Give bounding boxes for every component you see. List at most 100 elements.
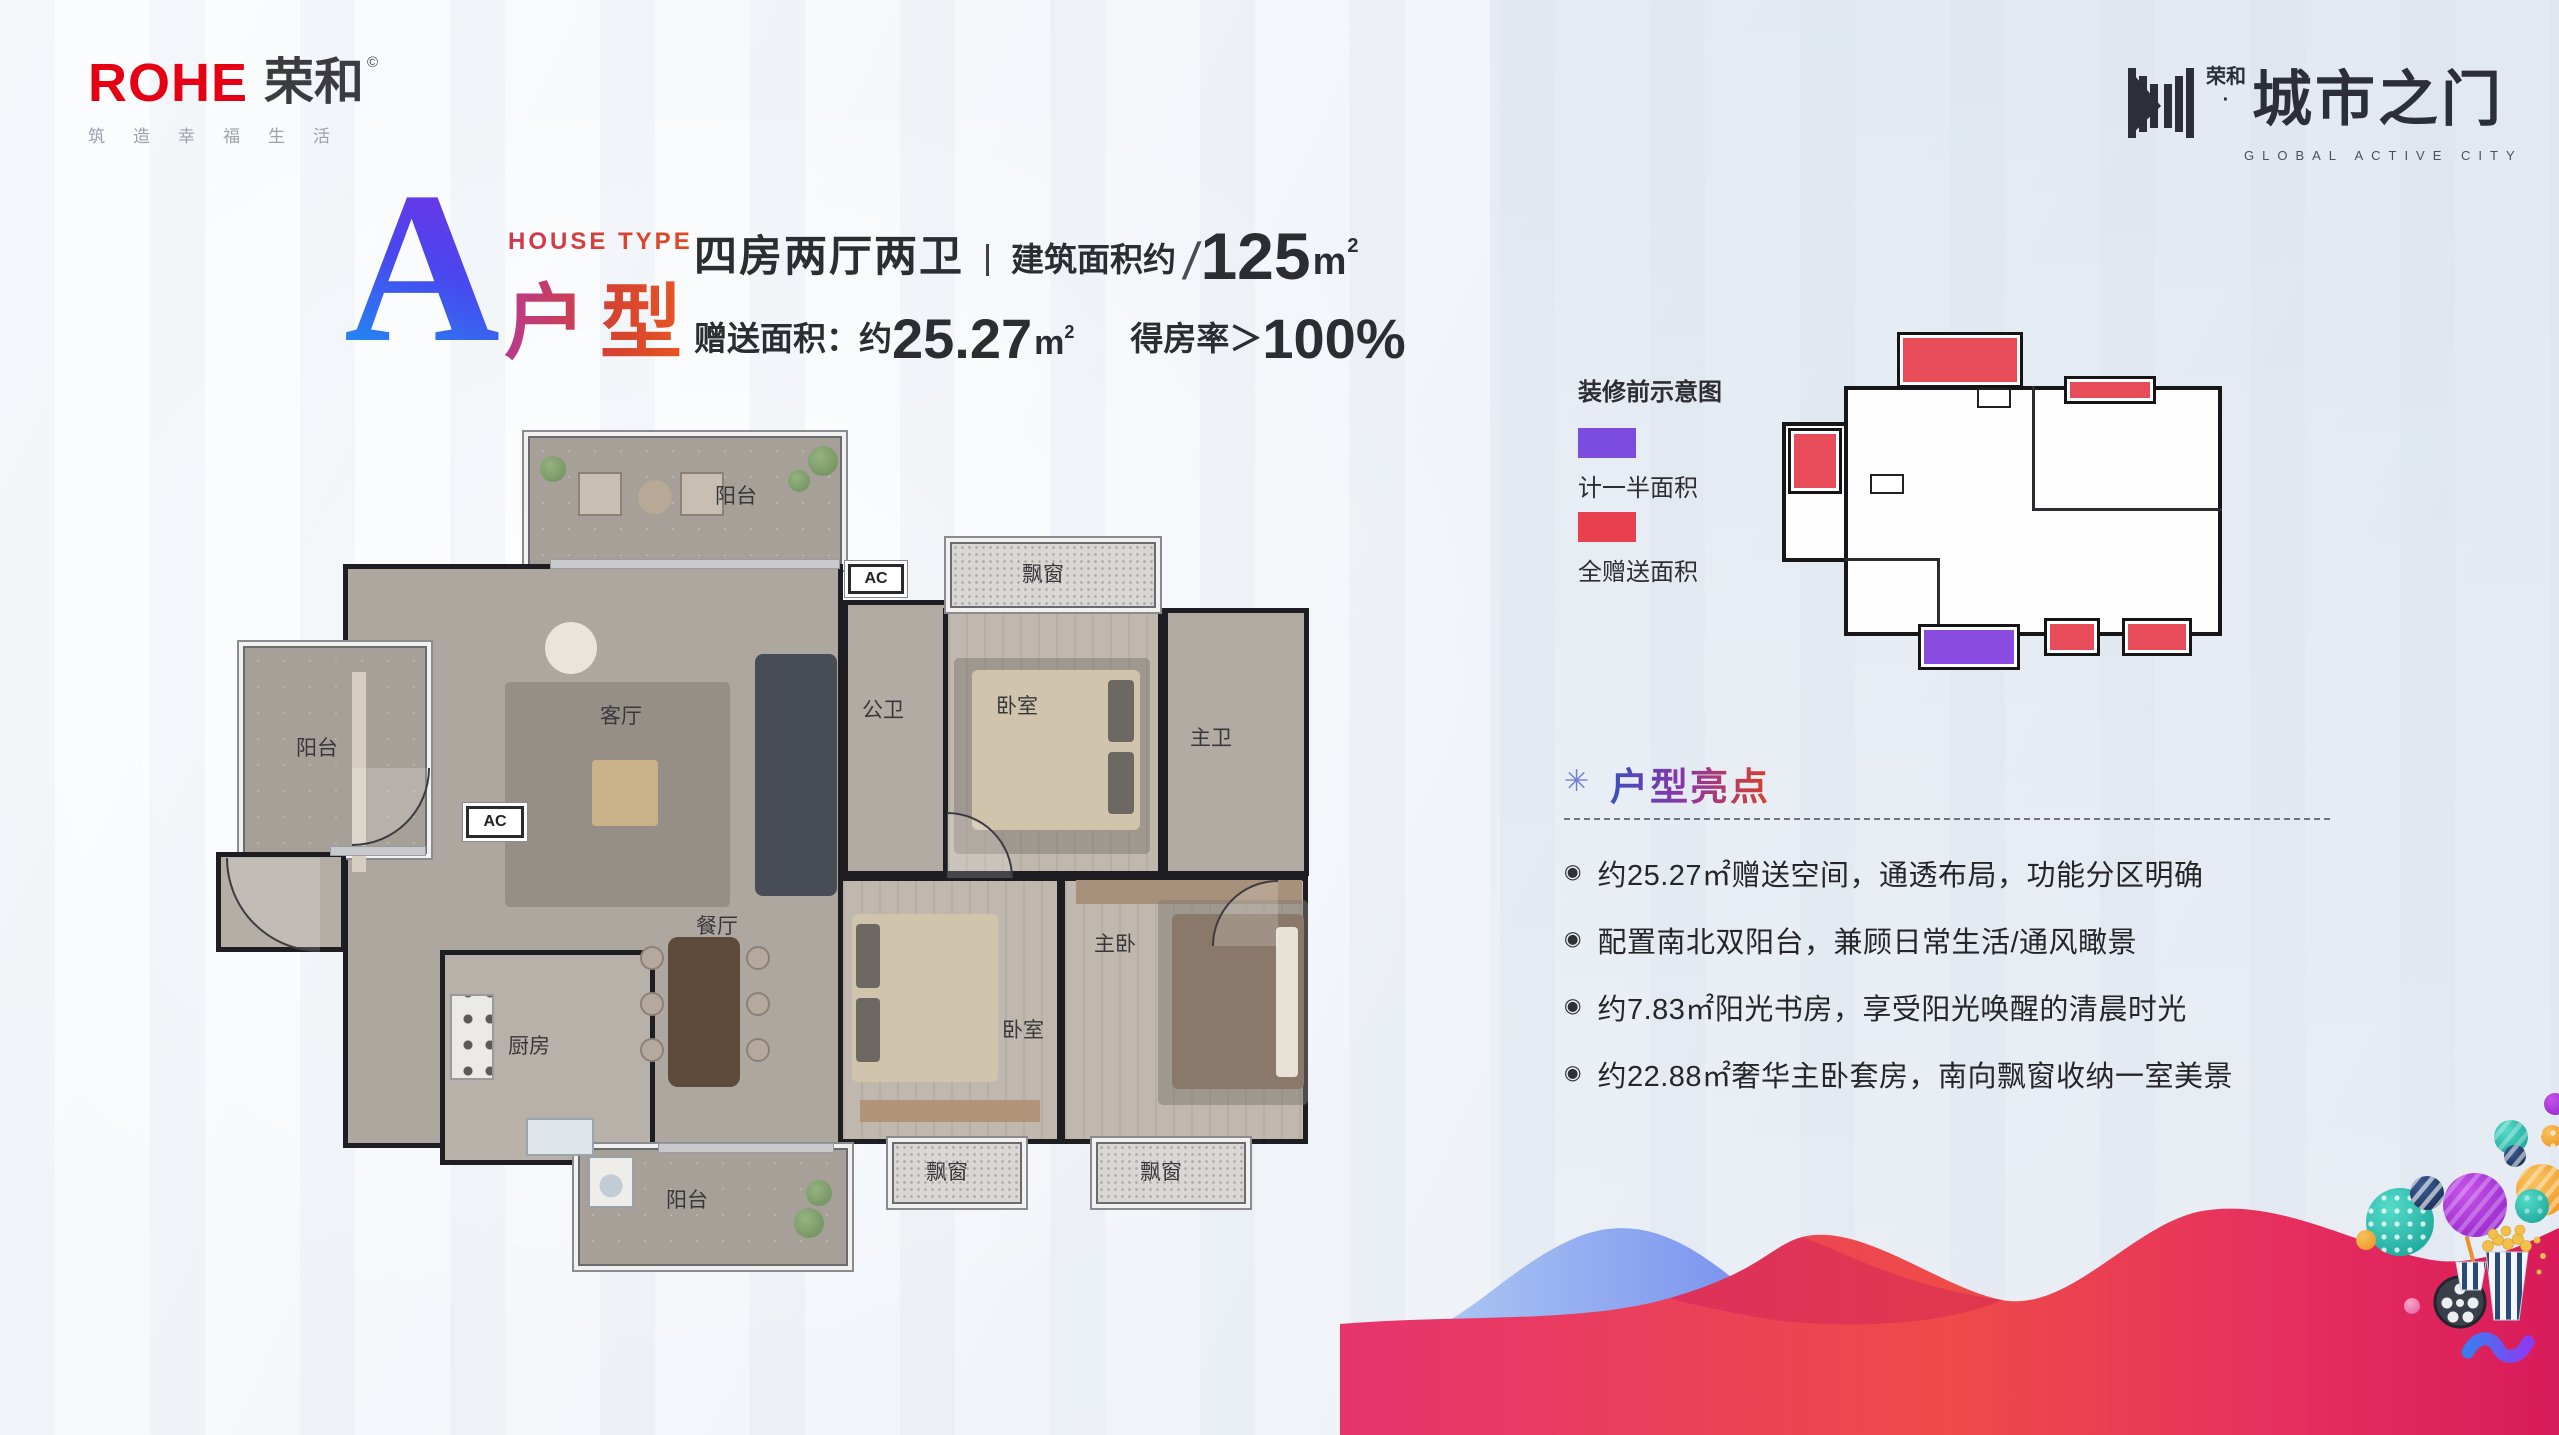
room-label-guest-bath: 公卫 bbox=[862, 699, 904, 722]
legend-label-half-area: 计一半面积 bbox=[1578, 475, 1698, 502]
schematic-gift-bay-bottom-right bbox=[2122, 618, 2192, 656]
ball-pattern bbox=[2504, 1145, 2526, 1167]
project-logo: 荣和 · 城市之门 bbox=[2128, 58, 2504, 150]
ball-pattern bbox=[2494, 1120, 2528, 1154]
area-slash: / bbox=[1180, 233, 1203, 292]
dining-table bbox=[668, 937, 740, 1087]
highlight-text: 约25.27㎡赠送空间，通透布局，功能分区明确 bbox=[1597, 860, 2204, 892]
pillow bbox=[1108, 680, 1134, 742]
highlight-text: 约22.88㎡奢华主卧套房，南向飘窗收纳一室美景 bbox=[1597, 1061, 2234, 1093]
room-count-text: 四房两厅两卫 bbox=[694, 233, 964, 281]
room-label-kitchen: 厨房 bbox=[508, 1035, 550, 1058]
drink-cup-icon bbox=[2455, 1261, 2487, 1291]
wave-shading bbox=[1670, 1237, 2002, 1325]
bullet-icon: ◉ bbox=[1564, 1062, 1582, 1084]
ac-unit-left: AC bbox=[466, 806, 524, 838]
room-label-balcony-left: 阳台 bbox=[296, 737, 338, 760]
legend-swatch-full-gift bbox=[1578, 512, 1636, 542]
balcony-table bbox=[638, 480, 672, 514]
popcorn bbox=[2500, 1225, 2512, 1237]
room-label-bay-bottom-right: 飘窗 bbox=[1140, 1161, 1182, 1184]
area-value: 125 bbox=[1200, 218, 1311, 293]
master-bathroom bbox=[1163, 608, 1309, 876]
gift-area-value: 25.27 bbox=[892, 306, 1033, 370]
schematic-gift-bay-bottom-left bbox=[2044, 618, 2100, 656]
schematic-gift-bay-top bbox=[2064, 376, 2156, 404]
gift-area-unit: m bbox=[1034, 324, 1065, 362]
project-name-small-cn: 荣和 bbox=[2206, 66, 2246, 88]
room-label-bedroom-top: 卧室 bbox=[996, 695, 1038, 718]
schematic-half-area-balcony-bottom bbox=[1918, 624, 2020, 670]
bullet-icon: ◉ bbox=[1564, 928, 1582, 950]
balcony-chair bbox=[578, 472, 622, 516]
film-reel-hole bbox=[2441, 1297, 2453, 1309]
project-name-en: GLOBAL ACTIVE CITY bbox=[2244, 148, 2523, 163]
ball-magenta-tiny bbox=[2544, 1093, 2559, 1115]
film-reel-hole bbox=[2447, 1311, 2459, 1323]
ball-orange-small bbox=[2356, 1230, 2376, 1250]
ac-unit-top: AC bbox=[848, 564, 904, 594]
stove bbox=[450, 994, 494, 1080]
gift-area-schematic bbox=[1782, 328, 2234, 680]
wave-decoration bbox=[1340, 1093, 2559, 1435]
ac-unit-top-label: AC bbox=[864, 570, 888, 587]
washing-machine bbox=[588, 1156, 634, 1208]
dining-chair bbox=[746, 946, 770, 970]
room-label-bedroom-bottom: 卧室 bbox=[1002, 1019, 1044, 1042]
schematic-wall bbox=[2032, 386, 2035, 511]
room-label-bay-top: 飘窗 bbox=[1022, 563, 1064, 586]
brand-tagline: 筑造幸福生活 bbox=[88, 127, 358, 146]
highlight-text: 约7.83㎡阳光书房，享受阳光唤醒的清晨时光 bbox=[1597, 994, 2187, 1026]
coffee-table bbox=[592, 760, 658, 826]
dining-chair bbox=[640, 992, 664, 1016]
ac-unit-left-label: AC bbox=[483, 813, 507, 830]
schematic-wall bbox=[1844, 558, 1940, 561]
house-type-cn: 户型 bbox=[504, 256, 696, 375]
popcorn bbox=[2540, 1253, 2546, 1259]
gift-area-label: 赠送面积：约 bbox=[694, 320, 892, 357]
master-pillows bbox=[1276, 927, 1298, 1077]
highlight-item: ◉ 约22.88㎡奢华主卧套房，南向飘窗收纳一室美景 bbox=[1564, 1053, 2364, 1095]
gift-area-superscript: 2 bbox=[1064, 322, 1075, 342]
room-label-master-bath: 主卫 bbox=[1190, 727, 1232, 750]
brand-logo-cn: 荣和 bbox=[264, 54, 365, 110]
schematic-gift-balcony-left bbox=[1788, 428, 1842, 494]
bedroom-bottom-cabinet bbox=[860, 1100, 1040, 1122]
dining-chair bbox=[746, 992, 770, 1016]
house-type-en: HOUSE TYPE bbox=[508, 228, 693, 255]
ball-pink-glossy bbox=[2404, 1298, 2420, 1314]
room-label-balcony-top: 阳台 bbox=[715, 485, 757, 508]
area-superscript: 2 bbox=[1347, 235, 1359, 257]
plant bbox=[540, 456, 566, 482]
straw bbox=[2465, 1236, 2475, 1262]
squiggle-ribbon bbox=[2461, 1332, 2535, 1363]
floor-plan: AC AC bbox=[210, 432, 1312, 1292]
pillow bbox=[1108, 752, 1134, 814]
film-reel-hole bbox=[2462, 1311, 2474, 1323]
highlight-text: 配置南北双阳台，兼顾日常生活/通风瞰景 bbox=[1597, 927, 2138, 959]
armchair bbox=[545, 622, 597, 674]
bullet-icon: ◉ bbox=[1564, 861, 1582, 883]
popcorn-cup-icon bbox=[2485, 1251, 2529, 1321]
legend-label-full-gift: 全赠送面积 bbox=[1578, 559, 1698, 586]
film-reel-center bbox=[2456, 1299, 2464, 1307]
schematic-gift-balcony-top bbox=[1897, 332, 2023, 388]
registered-mark: © bbox=[367, 54, 379, 71]
highlight-item: ◉ 配置南北双阳台，兼顾日常生活/通风瞰景 bbox=[1564, 919, 2364, 961]
pillow bbox=[856, 998, 880, 1062]
house-type-letter: A bbox=[344, 148, 500, 387]
dining-chair bbox=[640, 1038, 664, 1062]
bullet-icon: ◉ bbox=[1564, 995, 1582, 1017]
room-label-master-bedroom: 主卧 bbox=[1094, 933, 1136, 956]
kitchen-sink bbox=[526, 1118, 594, 1156]
wave-pink bbox=[1340, 1208, 2559, 1435]
highlights-divider bbox=[1564, 818, 2330, 820]
header-info: 四房两厅两卫 建筑面积约 / 125 m 2 赠送面积：约 25.27 m 2 … bbox=[694, 218, 1406, 370]
room-label-balcony-bottom: 阳台 bbox=[666, 1189, 708, 1212]
plant bbox=[806, 1180, 832, 1206]
efficiency-value: 100% bbox=[1262, 306, 1406, 370]
brand-logo-text: ROHE bbox=[88, 53, 249, 113]
ball-pattern bbox=[2541, 1125, 2559, 1147]
popcorn bbox=[2533, 1236, 2541, 1244]
